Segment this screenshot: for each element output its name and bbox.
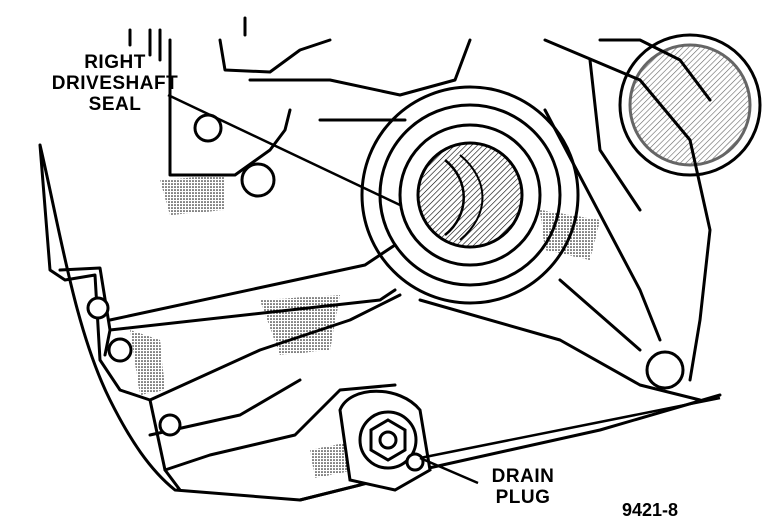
case-outline — [38, 143, 392, 502]
lower-arm — [108, 288, 397, 332]
drain-plug — [338, 389, 432, 492]
seal-label-line-1: RIGHT — [84, 52, 146, 73]
drain-leader-line — [419, 456, 479, 485]
drain-label-line-1: DRAIN — [491, 466, 555, 487]
right-driveshaft-seal-label: RIGHT DRIVESHAFT SEAL — [40, 52, 190, 115]
driveshaft-seal — [360, 85, 580, 305]
upper-bore — [618, 33, 762, 177]
leader-lines — [167, 93, 721, 485]
drain-plug-label: DRAIN PLUG — [478, 466, 568, 508]
seal-leader-line — [167, 93, 401, 207]
seal-label-line-2: DRIVESHAFT — [51, 73, 179, 94]
drain-label-line-2: PLUG — [495, 487, 551, 508]
seal-label-line-3: SEAL — [88, 94, 142, 115]
upper-rib — [168, 38, 292, 177]
figure-number: 9421-8 — [622, 500, 679, 520]
